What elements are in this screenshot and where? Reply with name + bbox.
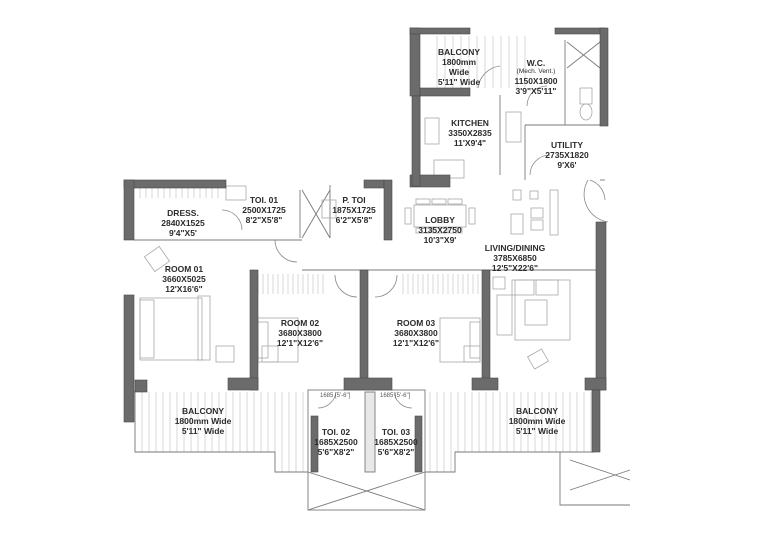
room-dimension: 6'2"X5'8" xyxy=(335,215,373,225)
room-name: UTILITY xyxy=(550,140,584,150)
door-swings xyxy=(221,65,609,409)
room-dimension: 3350X2835 xyxy=(448,128,492,138)
room-name: ROOM 02 xyxy=(280,318,320,328)
room-dimension: 5'11" Wide xyxy=(437,77,481,87)
room-name: P. TOI xyxy=(342,195,366,205)
room-dimension: 5'6"X8'2" xyxy=(317,447,355,457)
room-name: LOBBY xyxy=(425,215,455,225)
room-dimension: 3135X2750 xyxy=(418,225,462,235)
room-name: DRESS. xyxy=(167,208,199,218)
room-dimension: 12'X16'6" xyxy=(165,284,203,294)
room-name: LIVING/DINING xyxy=(484,243,546,253)
room-dimension: 1150X1800 xyxy=(514,76,558,86)
room-dimension: 12'5"X22'6" xyxy=(491,263,539,273)
walls xyxy=(123,27,609,473)
room-name: BALCONY xyxy=(181,406,225,416)
room-dimension: 3785X6850 xyxy=(493,253,537,263)
room-name: W.C. xyxy=(526,58,546,68)
room-dimension: 3'9"X5'11" xyxy=(515,86,557,96)
room-dimension: 1800mm xyxy=(441,57,477,67)
balcony-decking xyxy=(134,36,592,472)
room-name: ROOM 01 xyxy=(164,264,204,274)
room-dimension: 9'4"X5' xyxy=(169,228,197,238)
room-name: TOI. 03 xyxy=(381,427,411,437)
room-dimension: 1800mm Wide xyxy=(174,416,232,426)
room-name: BALCONY xyxy=(515,406,559,416)
room-dimension: 8'2"X5'8" xyxy=(245,215,283,225)
room-dimension: 3680X3800 xyxy=(394,328,438,338)
room-dimension: 5'11" Wide xyxy=(181,426,225,436)
room-dimension: 11'X9'4" xyxy=(453,138,487,148)
room-note: (Mech. Vent.) xyxy=(516,68,556,75)
furniture xyxy=(139,87,602,370)
room-dimension: 10'3"X9' xyxy=(423,235,457,245)
room-dimension: 12'1"X12'6" xyxy=(276,338,324,348)
room-dimension: 5'6"X8'2" xyxy=(377,447,415,457)
room-dimension: 2840X1525 xyxy=(161,218,205,228)
room-dimension: 1685X2500 xyxy=(374,437,418,447)
room-name: TOI. 01 xyxy=(249,195,279,205)
room-name: TOI. 02 xyxy=(321,427,351,437)
room-name: KITCHEN xyxy=(451,118,489,128)
room-dimension: 5'11" Wide xyxy=(515,426,559,436)
room-name: ROOM 03 xyxy=(396,318,436,328)
room-dimension: 9'X6' xyxy=(557,160,577,170)
room-name: BALCONY xyxy=(437,47,481,57)
room-dimension: 1685X2500 xyxy=(314,437,358,447)
room-dimension: 2500X1725 xyxy=(242,205,286,215)
room-dimension: 3660X5025 xyxy=(162,274,206,284)
room-dimension: 12'1"X12'6" xyxy=(392,338,440,348)
dimension-text: 1685 [5'-6"] xyxy=(380,393,411,399)
room-dimension: 3680X3800 xyxy=(278,328,322,338)
dimension-text: 1685 [5'-6"] xyxy=(320,393,351,399)
room-dimension: 1800mm Wide xyxy=(508,416,566,426)
room-dimension: Wide xyxy=(448,67,470,77)
room-dimension: 1875X1725 xyxy=(332,205,376,215)
room-dimension: 2735X1820 xyxy=(545,150,589,160)
